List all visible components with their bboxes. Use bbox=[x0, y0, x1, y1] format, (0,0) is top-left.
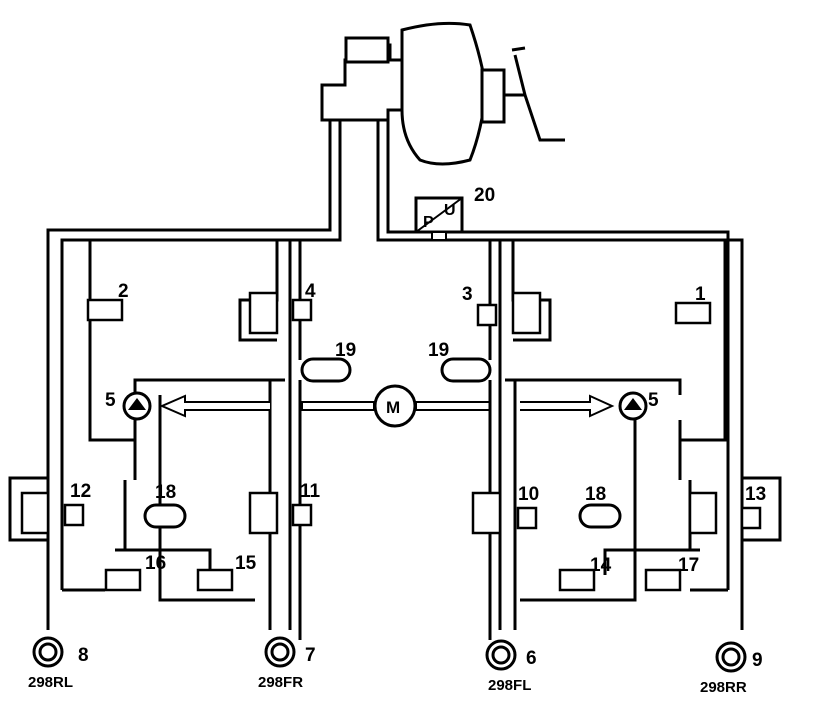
wheel-label-rr: 298RR bbox=[700, 679, 747, 696]
accumulators bbox=[143, 357, 622, 529]
label-13: 13 bbox=[745, 484, 766, 505]
brake-lines bbox=[8, 115, 782, 640]
motor-label: M bbox=[386, 398, 400, 417]
label-9: 9 bbox=[752, 650, 763, 671]
label-8: 8 bbox=[78, 645, 89, 666]
label-10: 10 bbox=[518, 484, 539, 505]
master-cylinder-booster bbox=[320, 21, 565, 166]
label-4: 4 bbox=[305, 281, 316, 302]
pump-motor: M bbox=[301, 384, 491, 428]
label-19-left: 19 bbox=[335, 340, 356, 361]
label-14: 14 bbox=[590, 555, 612, 576]
pump-right bbox=[520, 391, 648, 421]
pressure-sensor-20: P U bbox=[414, 196, 464, 241]
label-11: 11 bbox=[300, 481, 321, 502]
label-3: 3 bbox=[462, 284, 473, 305]
wheel-label-rl: 298RL bbox=[28, 674, 73, 691]
label-7: 7 bbox=[305, 645, 316, 666]
label-18-right: 18 bbox=[585, 484, 606, 505]
label-1: 1 bbox=[695, 284, 706, 305]
label-19-right: 19 bbox=[428, 340, 449, 361]
damper-blocks bbox=[20, 291, 718, 535]
component-numbers: 2 4 3 1 19 19 5 5 18 18 12 11 10 13 16 1… bbox=[70, 185, 766, 671]
label-20: 20 bbox=[474, 185, 495, 206]
label-15: 15 bbox=[235, 553, 257, 574]
wheel-label-fl: 298FL bbox=[488, 677, 531, 694]
wheel-labels: 298RL 298FR 298FL 298RR bbox=[28, 674, 747, 696]
wheel-label-fr: 298FR bbox=[258, 674, 303, 691]
sensor-u-label: U bbox=[444, 202, 456, 219]
label-12: 12 bbox=[70, 481, 91, 502]
label-2: 2 bbox=[118, 281, 129, 302]
wheel-brakes bbox=[32, 636, 747, 673]
label-5-left: 5 bbox=[105, 390, 116, 411]
label-6: 6 bbox=[526, 648, 537, 669]
pump-left bbox=[122, 391, 270, 421]
label-16: 16 bbox=[145, 553, 166, 574]
solenoid-valves bbox=[63, 298, 762, 592]
label-17: 17 bbox=[678, 555, 699, 576]
label-5-right: 5 bbox=[648, 390, 659, 411]
label-18-left: 18 bbox=[155, 482, 176, 503]
sensor-p-label: P bbox=[423, 214, 434, 231]
